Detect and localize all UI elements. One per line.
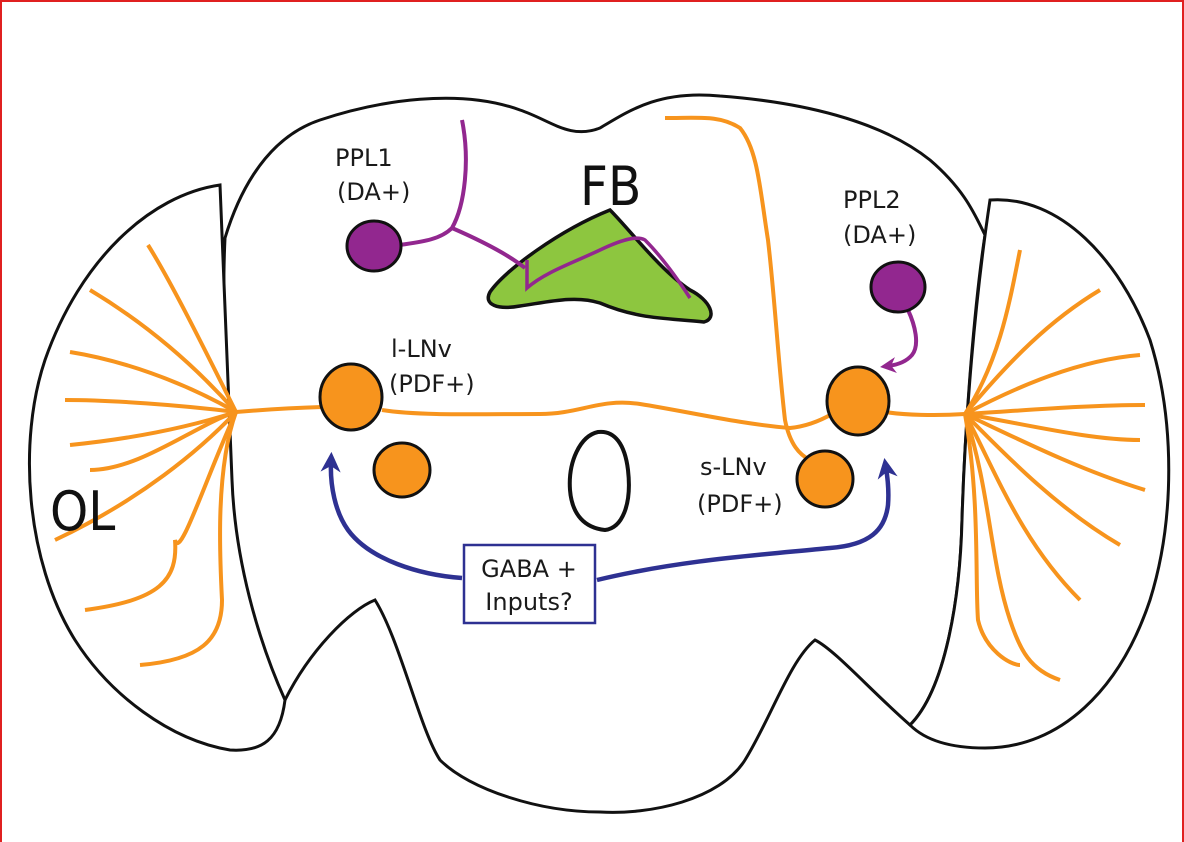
s-lnv-right-neuron <box>797 451 853 507</box>
s-lnv-name-label: s-LNv <box>700 453 767 481</box>
s-lnv-type-label: (PDF+) <box>697 490 783 518</box>
ppl2-name-label: PPL2 <box>843 186 901 214</box>
ppl2-type-label: (DA+) <box>843 221 916 249</box>
ppl1-neuron <box>347 221 401 271</box>
ppl2-neuron <box>871 262 925 312</box>
ppl1-name-label: PPL1 <box>335 144 393 172</box>
l-lnv-name-label: l-LNv <box>391 335 452 363</box>
s-lnv-left-neuron <box>374 443 430 497</box>
ppl1-type-label: (DA+) <box>337 178 410 206</box>
gaba-label-line1: GABA + <box>481 555 577 583</box>
l-lnv-type-label: (PDF+) <box>389 370 475 398</box>
l-lnv-left-neuron <box>320 364 382 430</box>
gaba-label-line2: Inputs? <box>485 588 572 616</box>
fb-label: FB <box>580 155 641 218</box>
ol-label: OL <box>50 480 115 543</box>
l-lnv-right-neuron <box>827 367 889 435</box>
esophageal-foramen-outline <box>570 432 629 530</box>
